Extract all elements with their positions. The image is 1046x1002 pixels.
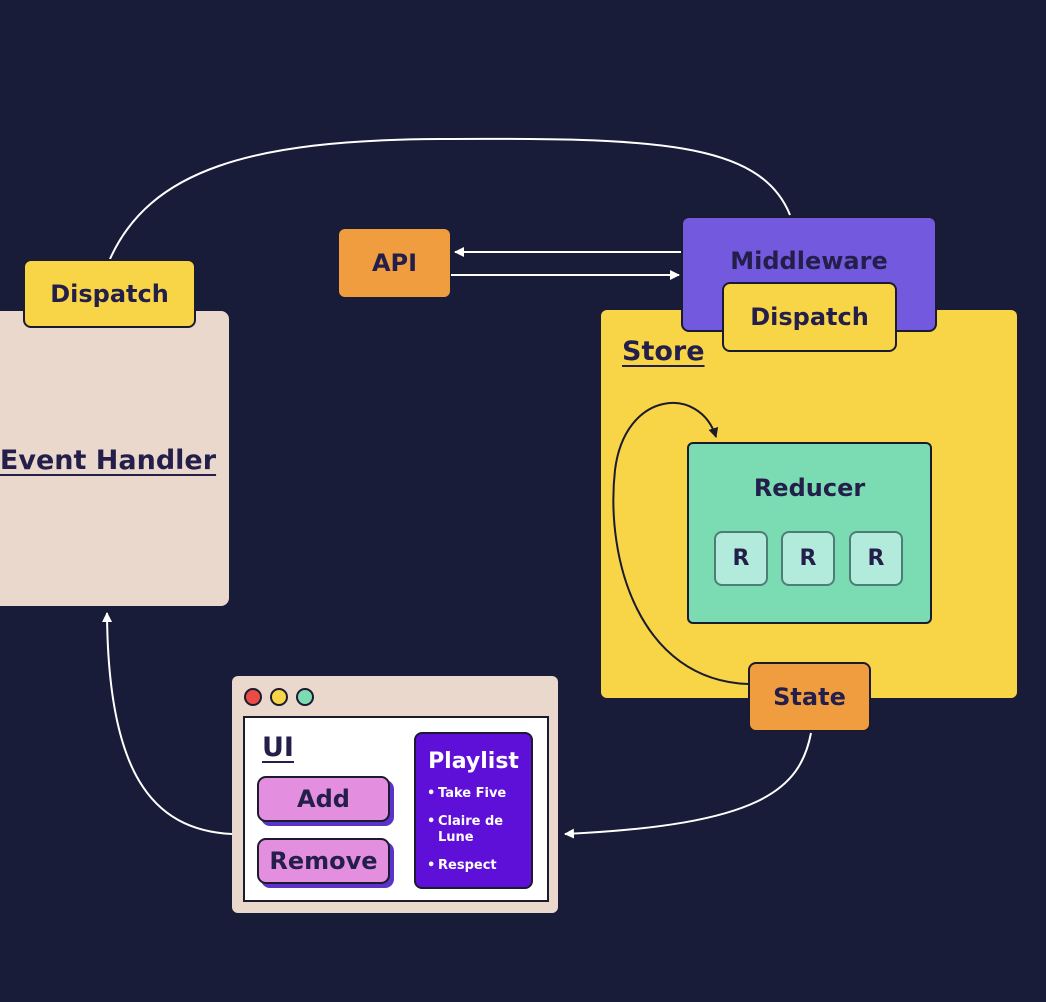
reducer-chip: R xyxy=(781,531,835,586)
arrow-state-to-ui xyxy=(564,732,812,839)
window-minimize-dot-icon xyxy=(270,688,288,706)
middleware-title: Middleware xyxy=(730,247,888,275)
reducer-title: Reducer xyxy=(753,474,866,502)
state-box: State xyxy=(748,662,871,732)
playlist-items: Take Five Claire de Lune Respect xyxy=(425,786,529,886)
remove-button[interactable]: Remove xyxy=(257,838,390,884)
event-handler-box xyxy=(0,311,229,606)
add-button[interactable]: Add xyxy=(257,776,390,822)
reducer-chip: R xyxy=(849,531,903,586)
playlist-title: Playlist xyxy=(428,748,519,774)
middleware-dispatch: Dispatch xyxy=(722,282,897,352)
api-box: API xyxy=(339,229,450,297)
store-title: Store xyxy=(622,335,705,367)
playlist-item: Take Five xyxy=(425,786,529,802)
arrow-ui-to-event-handler xyxy=(102,612,233,835)
arrow-dispatch-to-middleware xyxy=(109,137,791,260)
event-handler-title: Event Handler xyxy=(0,444,217,476)
window-maximize-dot-icon xyxy=(296,688,314,706)
reducer-chip: R xyxy=(714,531,768,586)
window-close-dot-icon xyxy=(244,688,262,706)
playlist-item: Respect xyxy=(425,858,529,874)
ui-title: UI xyxy=(262,731,294,763)
playlist-item: Claire de Lune xyxy=(425,814,529,846)
event-handler-dispatch: Dispatch xyxy=(23,259,196,328)
